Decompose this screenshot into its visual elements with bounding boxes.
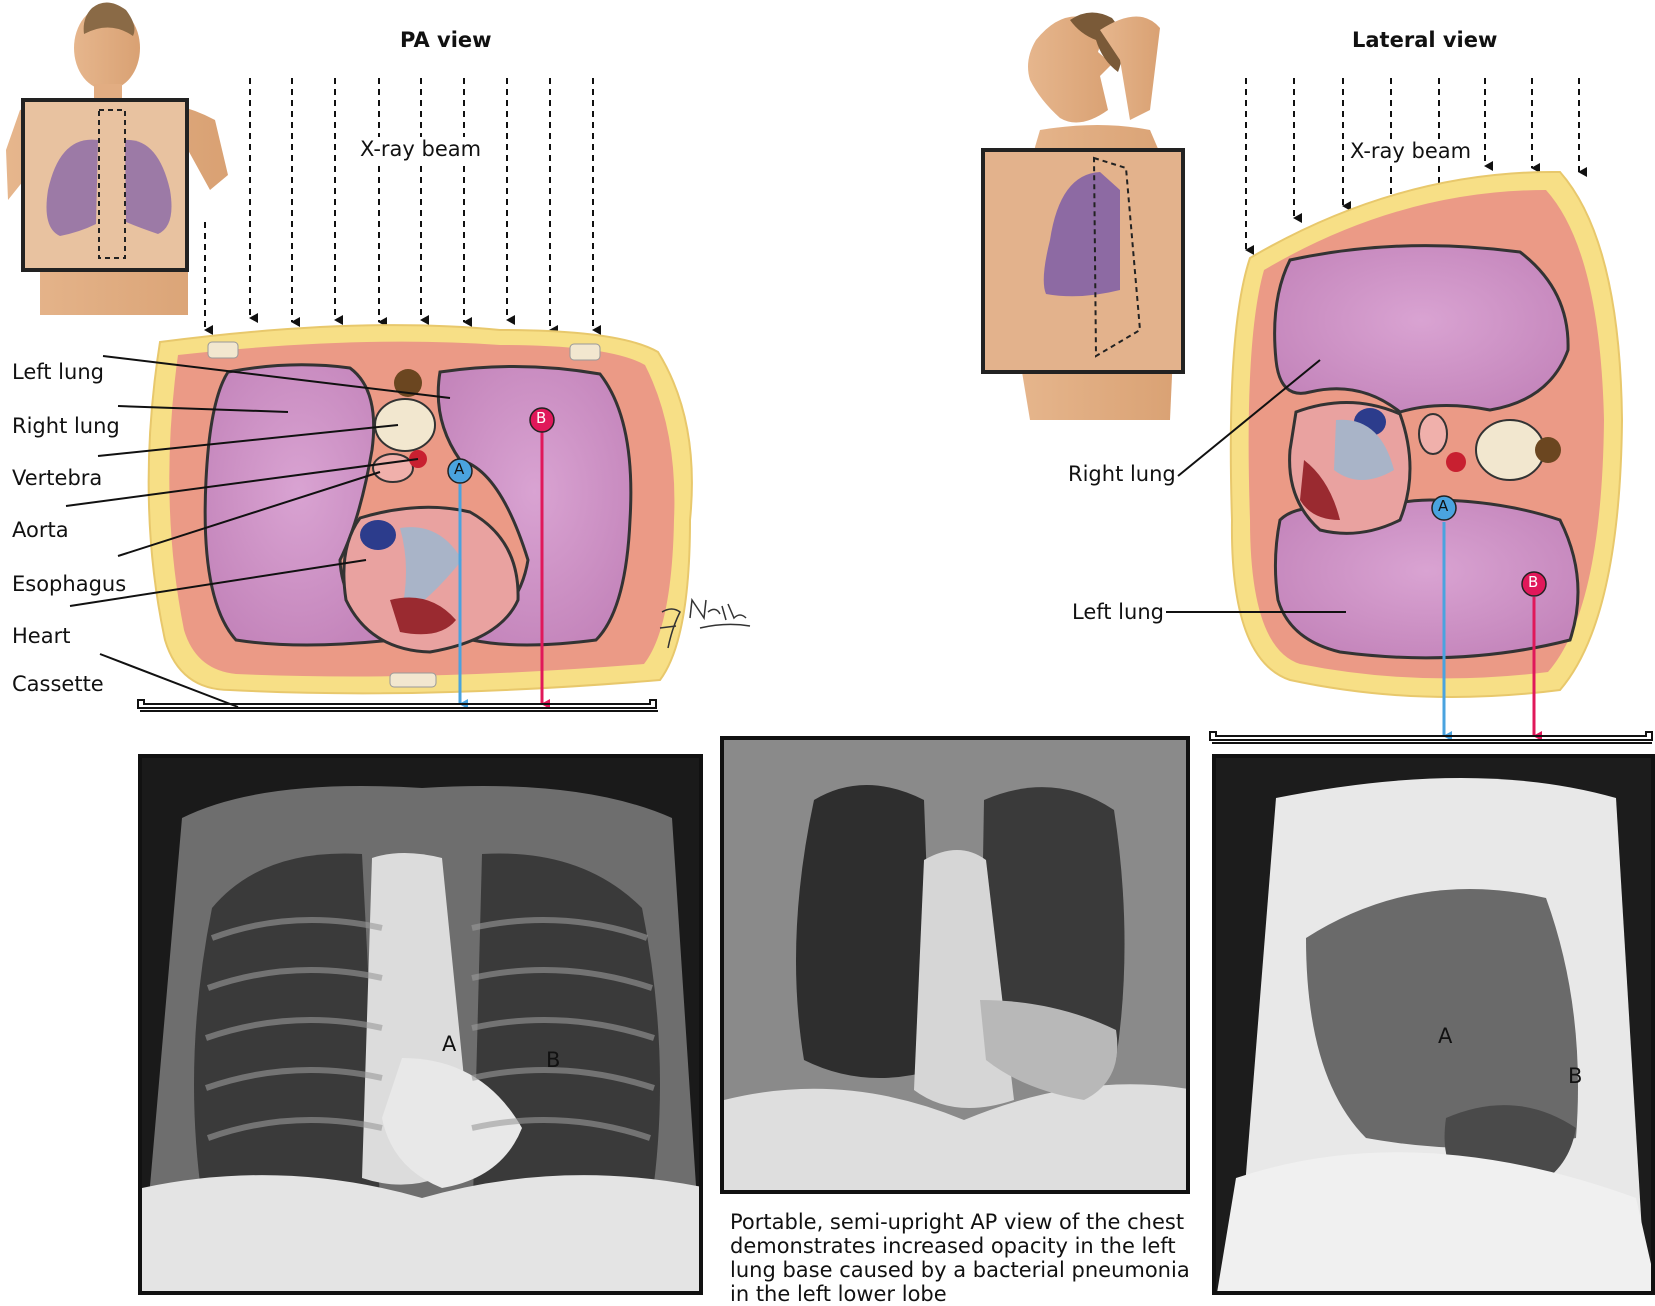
pa-chest-inset xyxy=(23,100,187,270)
lateral-label-right-lung: Right lung xyxy=(1068,462,1176,486)
lateral-chest-inset xyxy=(983,150,1183,372)
pa-vertebra-shape xyxy=(375,399,435,451)
caption-line-1: Portable, semi-upright AP view of the ch… xyxy=(730,1210,1190,1234)
lateral-marker-a: A xyxy=(1438,497,1448,515)
pa-marker-a: A xyxy=(454,460,464,478)
lateral-chest-radiograph: A B xyxy=(1212,754,1655,1295)
lateral-label-left-lung: Left lung xyxy=(1072,600,1164,624)
pa-view-title: PA view xyxy=(400,28,492,52)
pa-marker-b: B xyxy=(536,409,546,427)
lateral-beam-label: X-ray beam xyxy=(1348,139,1473,163)
lateral-cassette xyxy=(1210,732,1652,740)
pa-xray-label-a: A xyxy=(442,1032,456,1056)
portable-ap-radiograph xyxy=(720,736,1190,1194)
pa-beam-label: X-ray beam xyxy=(358,137,483,161)
pa-cross-section xyxy=(149,325,692,693)
lateral-xray-label-b: B xyxy=(1568,1064,1582,1088)
lateral-xray-label-a: A xyxy=(1438,1024,1452,1048)
portable-caption: Portable, semi-upright AP view of the ch… xyxy=(730,1210,1190,1306)
caption-line-4: in the left lower lobe xyxy=(730,1282,1190,1306)
caption-line-2: demonstrates increased opacity in the le… xyxy=(730,1234,1190,1258)
label-aorta: Aorta xyxy=(12,518,69,542)
label-heart: Heart xyxy=(12,624,70,648)
lateral-esophagus-shape xyxy=(1419,414,1447,454)
pa-xray-label-b: B xyxy=(546,1048,560,1072)
lateral-vertebra-shape xyxy=(1476,420,1544,480)
lateral-marker-b: B xyxy=(1528,573,1538,591)
label-esophagus: Esophagus xyxy=(12,572,126,596)
pa-chest-radiograph: A B xyxy=(138,754,703,1295)
label-left-lung: Left lung xyxy=(12,360,104,384)
label-right-lung: Right lung xyxy=(12,414,120,438)
pa-cassette xyxy=(138,700,656,708)
label-cassette: Cassette xyxy=(12,672,104,696)
lateral-cross-section xyxy=(1231,172,1622,697)
pa-beam-arrows xyxy=(205,78,593,330)
label-vertebra: Vertebra xyxy=(12,466,102,490)
caption-line-3: lung base caused by a bacterial pneumoni… xyxy=(730,1258,1190,1282)
pa-esophagus-shape xyxy=(373,454,413,482)
lateral-aorta-shape xyxy=(1446,452,1466,472)
lateral-right-lung-shape xyxy=(1275,246,1568,412)
lateral-view-title: Lateral view xyxy=(1352,28,1497,52)
